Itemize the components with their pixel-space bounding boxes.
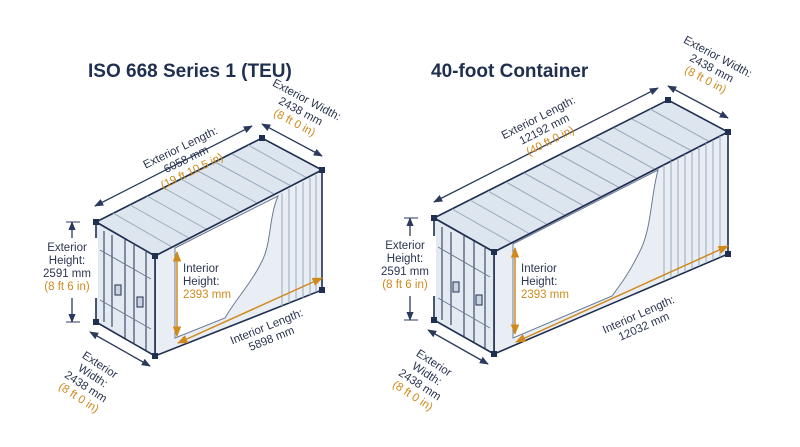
teu-doors bbox=[99, 231, 152, 350]
svg-text:Height:: Height: bbox=[387, 253, 423, 265]
svg-text:(8 ft 6 in): (8 ft 6 in) bbox=[44, 281, 90, 293]
svg-text:2393 mm: 2393 mm bbox=[521, 289, 569, 301]
forty-ext-width-bottom-label: Exterior Width: 2438 mm (8 ft 0 in) bbox=[390, 348, 454, 414]
forty-ext-length-dim bbox=[433, 87, 659, 203]
teu-ext-height-label: Exterior Height: 2591 mm (8 ft 6 in) bbox=[38, 238, 98, 298]
teu-ext-width-bottom-dim bbox=[89, 331, 151, 367]
teu-int-length-dim bbox=[177, 277, 323, 344]
svg-text:2591 mm: 2591 mm bbox=[381, 266, 429, 278]
svg-text:Height:: Height: bbox=[521, 276, 557, 288]
teu-title: ISO 668 Series 1 (TEU) bbox=[88, 61, 292, 82]
forty-ext-height-label: Exterior Height: 2591 mm (8 ft 6 in) bbox=[376, 236, 436, 296]
svg-text:Interior: Interior bbox=[521, 263, 557, 275]
svg-text:Exterior: Exterior bbox=[47, 242, 87, 254]
forty-int-length-dim bbox=[515, 245, 729, 343]
teu-ext-length-dim bbox=[94, 125, 253, 207]
forty-doors bbox=[437, 227, 491, 349]
teu-ext-width-bottom-label: Exterior Width: 2438 mm (8 ft 0 in) bbox=[56, 350, 120, 416]
forty-ext-width-top-dim bbox=[667, 85, 729, 119]
forty-foot-container: 40-foot Container bbox=[376, 34, 754, 414]
svg-text:Interior: Interior bbox=[183, 263, 219, 275]
teu-ext-width-top-label: Exterior Width: 2438 mm (8 ft 0 in) bbox=[270, 77, 342, 139]
forty-title: 40-foot Container bbox=[431, 61, 589, 82]
svg-text:Exterior: Exterior bbox=[385, 240, 425, 252]
svg-text:(8 ft 6 in): (8 ft 6 in) bbox=[382, 279, 428, 291]
svg-text:Height:: Height: bbox=[49, 255, 85, 267]
svg-text:Height:: Height: bbox=[183, 276, 219, 288]
svg-text:2393 mm: 2393 mm bbox=[183, 289, 231, 301]
teu-ext-width-top-dim bbox=[261, 123, 323, 157]
forty-ext-width-bottom-dim bbox=[427, 329, 489, 365]
svg-text:2591 mm: 2591 mm bbox=[43, 268, 91, 280]
teu-container: ISO 668 Series 1 (TEU) bbox=[38, 61, 343, 416]
